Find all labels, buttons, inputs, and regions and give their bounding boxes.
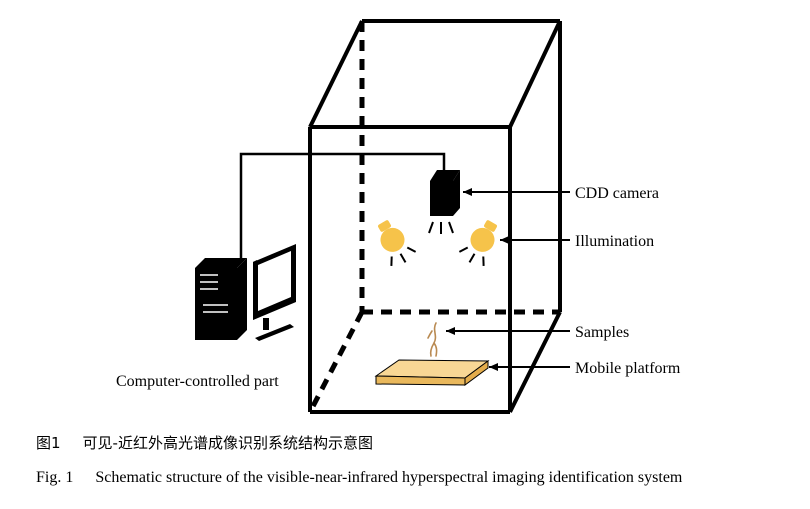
caption-chinese: 图1 可见-近红外高光谱成像识别系统结构示意图 — [36, 432, 796, 453]
box-top-left-edge — [308, 20, 364, 128]
caption-english: Fig. 1 Schematic structure of the visible… — [36, 469, 796, 487]
label-samples: Samples — [575, 324, 629, 341]
box-bottom-left-dashed-edge — [307, 310, 365, 414]
label-computer: Computer-controlled part — [116, 373, 279, 390]
callout-arrows — [446, 188, 570, 371]
box-bottom-right-edge — [508, 311, 562, 413]
box-top-right-edge — [508, 20, 562, 128]
mobile-platform-icon — [374, 359, 490, 386]
label-ccd-camera: CDD camera — [575, 185, 659, 202]
camera-icon — [428, 170, 460, 234]
label-illumination: Illumination — [575, 233, 654, 250]
enclosure-box — [307, 19, 562, 414]
caption-cn-text: 可见-近红外高光谱成像识别系统结构示意图 — [82, 434, 373, 452]
computer-icon — [195, 244, 296, 341]
caption-cn-number: 图1 — [36, 434, 61, 452]
caption-en-text: Schematic structure of the visible-near-… — [95, 469, 683, 486]
connection-cable — [239, 152, 446, 258]
sample-icon — [427, 322, 438, 357]
left-lamp-icon — [378, 220, 417, 266]
right-lamp-icon — [458, 220, 497, 266]
label-mobile-platform: Mobile platform — [575, 360, 681, 377]
caption-en-number: Fig. 1 — [36, 469, 74, 486]
